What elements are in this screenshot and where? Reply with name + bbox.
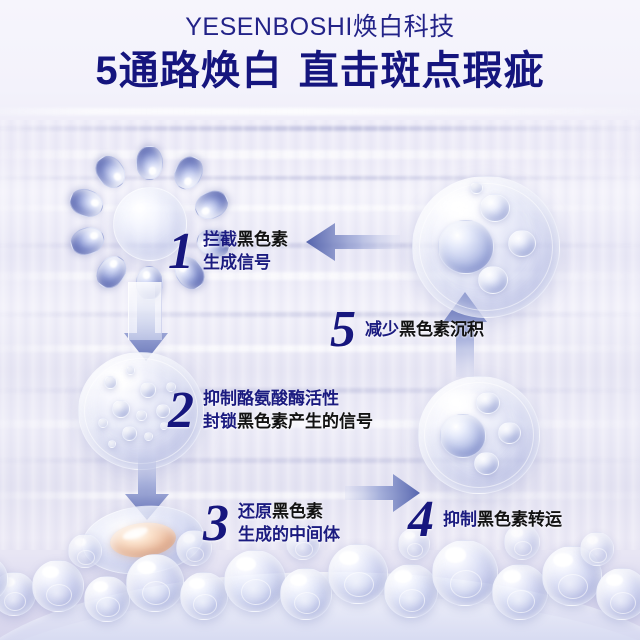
micro-bubble-sphere (78, 352, 204, 470)
step-5-number: 5 (330, 301, 356, 358)
step-1-number: 1 (168, 223, 194, 280)
step-3-number: 3 (203, 495, 229, 552)
arrow-step5-to-step1 (305, 222, 401, 262)
micro-bubbles-group (78, 352, 204, 470)
brand-line: YESENBOSHI焕白科技 (185, 13, 455, 41)
step-3-line2: 生成的中间体 (238, 524, 340, 544)
arrow-step3-to-step4 (345, 473, 421, 513)
step-1-line2: 生成信号 (203, 252, 271, 272)
glass-bead-field (0, 520, 640, 640)
step-2-text: 抑制酪氨酸酶活性 封锁黑色素产生的信号 (203, 388, 373, 433)
step-3-line1-highlight: 还原 (238, 502, 272, 522)
step-4-line1-highlight: 抑制 (443, 509, 477, 529)
step-4-number: 4 (408, 491, 434, 548)
step-4-text: 抑制黑色素转运 (443, 509, 562, 531)
step-2-number: 2 (168, 382, 194, 439)
cell-inclusions-large (412, 176, 560, 318)
step-5-label: 5 减少黑色素沉积 (330, 301, 484, 358)
headline-part-2: 直击斑点瑕疵 (298, 48, 545, 93)
step-1-line1-rest: 黑色素 (237, 230, 288, 250)
step-5-line1-rest: 黑色素沉积 (399, 319, 484, 339)
step-2-line2-rest: 黑色素产生的信号 (237, 411, 373, 431)
step-3-text: 还原黑色素 生成的中间体 (238, 501, 340, 546)
step-1-label: 1 拦截黑色素 生成信号 (168, 223, 288, 280)
glass-plinth (128, 282, 162, 340)
step-4-label: 4 抑制黑色素转运 (408, 491, 562, 548)
step-2-line1: 抑制酪氨酸酶活性 (203, 389, 339, 409)
page-title: 5通路焕白直击斑点瑕疵 (0, 49, 640, 93)
step-1-line1-highlight: 拦截 (203, 230, 237, 250)
step-5-line1-highlight: 减少 (365, 319, 399, 339)
step-1-text: 拦截黑色素 生成信号 (203, 229, 288, 274)
header: YESENBOSHI焕白科技 5通路焕白直击斑点瑕疵 (0, 0, 640, 93)
step-3-label: 3 还原黑色素 生成的中间体 (203, 495, 340, 552)
step-2-line2-highlight: 封锁 (203, 411, 237, 431)
step-3-line1-rest: 黑色素 (272, 502, 323, 522)
headline-part-1: 5通路焕白 (95, 48, 283, 93)
step-2-label: 2 抑制酪氨酸酶活性 封锁黑色素产生的信号 (168, 382, 373, 439)
step-5-text: 减少黑色素沉积 (365, 319, 484, 341)
step-4-line1-rest: 黑色素转运 (477, 509, 562, 529)
arrow-step2-to-step3 (124, 452, 170, 522)
cell-inclusions-small (418, 376, 540, 494)
